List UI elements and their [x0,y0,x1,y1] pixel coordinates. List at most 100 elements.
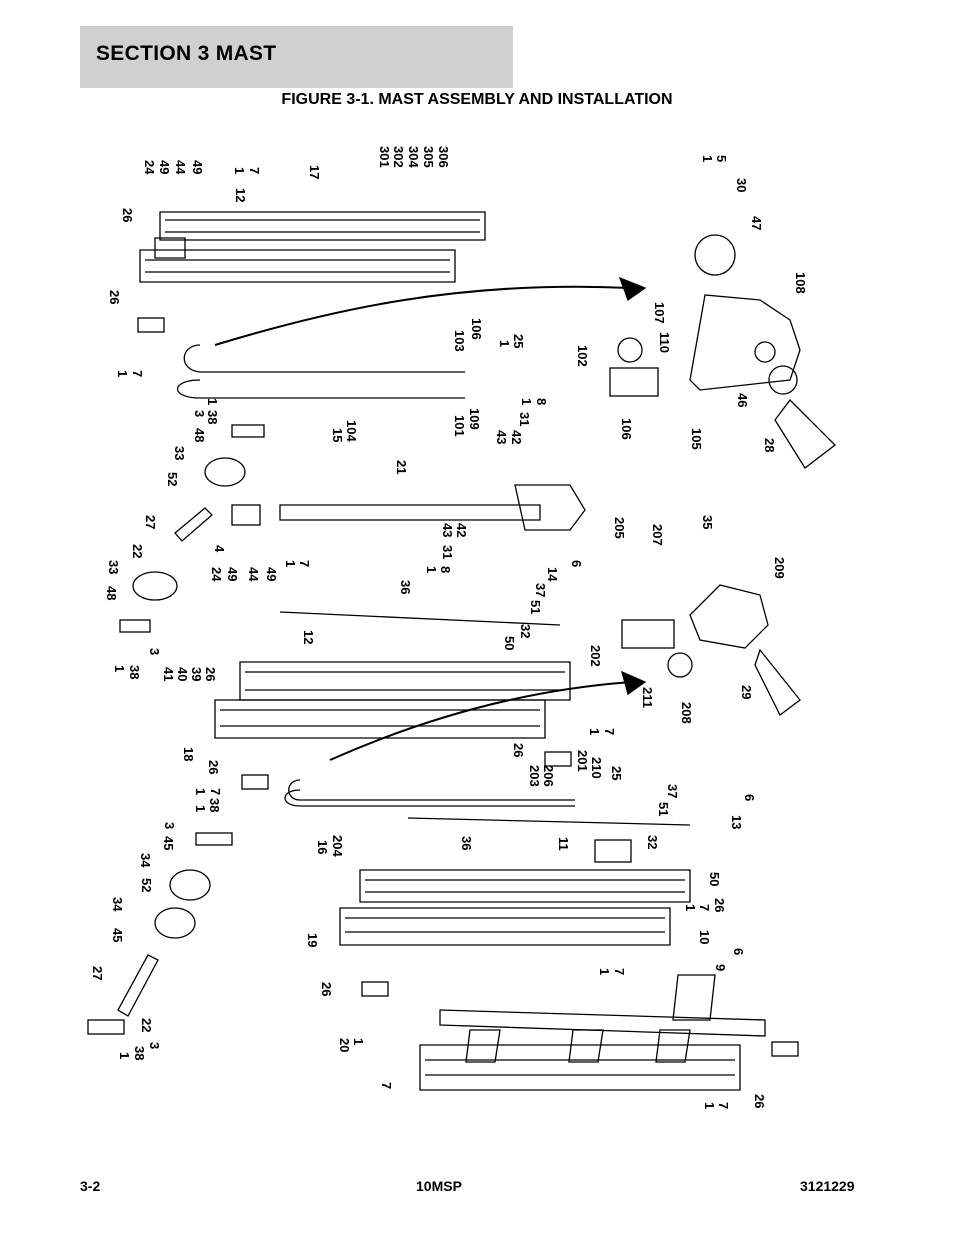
callout-label: 26 [712,898,727,912]
callout-label: 21 [394,460,409,474]
figure-title: FIGURE 3-1. MAST ASSEMBLY AND INSTALLATI… [281,91,673,108]
callout-label: 1 [519,398,534,405]
callout-label: 38 [207,798,222,812]
callout-label: 301 [377,146,392,168]
callout-label: 51 [656,802,671,816]
callout-label: 49 [225,567,240,581]
callout-label: 20 [337,1038,352,1052]
callout-label: 1 [112,665,127,672]
callout-label: 36 [459,836,474,850]
callout-label: 31 [440,545,455,559]
callout-label: 19 [305,933,320,947]
callout-label: 26 [203,667,218,681]
cylinder-21 [279,504,541,521]
callout-label: 7 [208,788,223,795]
mast-section-19 [359,869,691,903]
callout-label: 26 [206,760,221,774]
callout-label: 3 [147,648,162,655]
callout-label: 7 [697,904,712,911]
callout-label: 7 [247,167,262,174]
callout-label: 30 [734,178,749,192]
callout-label: 8 [534,398,549,405]
callout-label: 1 [193,788,208,795]
callout-label: 38 [132,1046,147,1060]
callout-label: 27 [90,966,105,980]
callout-label: 10 [697,930,712,944]
callout-label: 7 [602,728,617,735]
callout-label: 50 [707,872,722,886]
callout-label: 31 [517,412,532,426]
callout-label: 302 [391,146,406,168]
callout-label: 208 [679,702,694,724]
callout-label: 37 [533,583,548,597]
callout-label: 1 [351,1038,366,1045]
callout-label: 24 [209,567,224,582]
callout-label: 105 [689,428,704,450]
callout-label: 49 [190,160,205,174]
callout-label: 29 [739,685,754,699]
callout-label: 26 [120,208,135,222]
callout-label: 106 [619,418,634,440]
callout-label: 37 [665,784,680,798]
callout-label: 6 [731,948,746,955]
callout-label: 50 [502,636,517,650]
callout-label: 11 [556,837,571,851]
callout-label: 12 [233,188,248,202]
roller-29 [754,648,801,716]
callout-label: 210 [589,757,604,779]
callout-label: 45 [110,928,125,942]
callout-label: 203 [527,765,542,787]
section-title: SECTION 3 MAST [96,42,277,65]
callout-label: 205 [612,517,627,539]
sheave-34-top [169,869,211,901]
footer-doc-number: 3121229 [800,1178,855,1194]
callout-label: 101 [452,415,467,437]
callout-label: 201 [575,750,590,772]
callout-label: 17 [307,165,322,179]
callout-label: 110 [657,332,672,353]
callout-label: 3 [192,410,207,417]
callout-labels: 24 49 44 49 1 7 12 17 301 302 304 305 30… [90,146,808,1109]
footer-model: 10MSP [416,1178,462,1194]
sheave-33-top [204,457,246,487]
callout-label: 305 [421,146,436,168]
callout-label: 209 [772,557,787,579]
callout-label: 24 [142,160,157,175]
callout-label: 15 [330,428,345,442]
callout-label: 46 [735,393,750,407]
callout-label: 1 [587,728,602,735]
bracket-108 [689,294,801,391]
callout-label: 9 [713,964,728,971]
callout-label: 33 [172,446,187,460]
callout-label: 107 [652,302,667,324]
callout-label: 304 [406,146,421,168]
callout-label: 22 [130,544,145,558]
callout-label: 1 [597,968,612,975]
callout-label: 43 [494,430,509,444]
callout-label: 45 [161,836,176,850]
callout-label: 27 [143,515,158,529]
callout-label: 1 [283,560,298,567]
callout-label: 25 [609,766,624,780]
callout-label: 211 [640,687,655,708]
callout-label: 28 [762,438,777,452]
callout-label: 34 [110,897,125,912]
sheave-34 [154,907,196,939]
callout-label: 32 [518,624,533,638]
pad-26-upper [137,317,165,333]
callout-label: 51 [528,600,543,614]
base-section-20 [439,1009,766,1037]
callout-label: 42 [509,430,524,444]
callout-label: 25 [511,334,526,348]
callout-label: 102 [575,345,590,367]
callout-label: 44 [173,160,188,175]
callout-label: 52 [165,472,180,486]
callout-label: 41 [161,667,176,681]
callout-label: 6 [742,794,757,801]
callout-label: 7 [379,1082,394,1089]
callout-label: 47 [749,216,764,230]
callout-label: 6 [569,560,584,567]
callout-label: 104 [344,420,359,442]
callout-label: 3 [147,1042,162,1049]
